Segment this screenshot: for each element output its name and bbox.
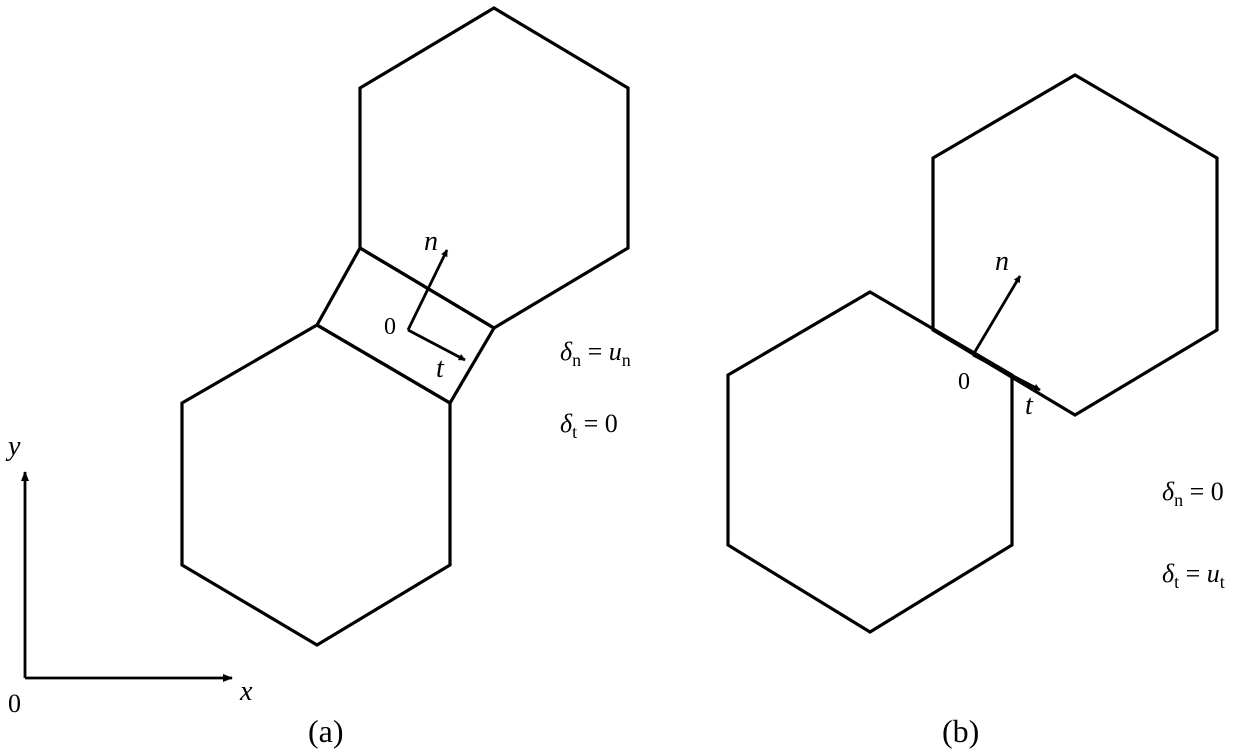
axes-origin-label: 0 xyxy=(8,689,21,718)
contact-origin-label: 0 xyxy=(958,369,970,395)
tangent-arrow xyxy=(407,328,466,362)
normal-label: n xyxy=(424,226,438,257)
tangent-label: t xyxy=(1025,390,1034,421)
equation-delta-n: δn = 0 xyxy=(1162,477,1224,510)
normal-arrow xyxy=(406,249,449,331)
contact-origin-label: 0 xyxy=(384,314,396,340)
right-hexagon xyxy=(931,73,1219,417)
panel-b: n t 0 δn = 0 δt = ut (b) xyxy=(726,73,1225,749)
left-hexagon xyxy=(726,290,1014,634)
normal-label: n xyxy=(995,246,1009,277)
x-axis-label: x xyxy=(239,676,253,707)
global-axes: y x 0 xyxy=(5,431,253,718)
caption-b: (b) xyxy=(942,713,979,749)
contact-bond xyxy=(314,245,497,406)
tangent-arrow xyxy=(972,353,1041,392)
panel-a: n t 0 δn = un δt = 0 (a) xyxy=(180,6,631,749)
lower-hexagon xyxy=(180,323,452,647)
normal-arrow xyxy=(971,275,1022,356)
upper-hexagon xyxy=(358,6,630,330)
y-axis-label: y xyxy=(5,431,21,462)
equation-delta-t: δt = 0 xyxy=(560,409,618,442)
tangent-label: t xyxy=(436,353,445,384)
caption-a: (a) xyxy=(308,713,344,749)
equation-delta-t: δt = ut xyxy=(1162,559,1225,592)
equation-delta-n: δn = un xyxy=(560,337,631,370)
